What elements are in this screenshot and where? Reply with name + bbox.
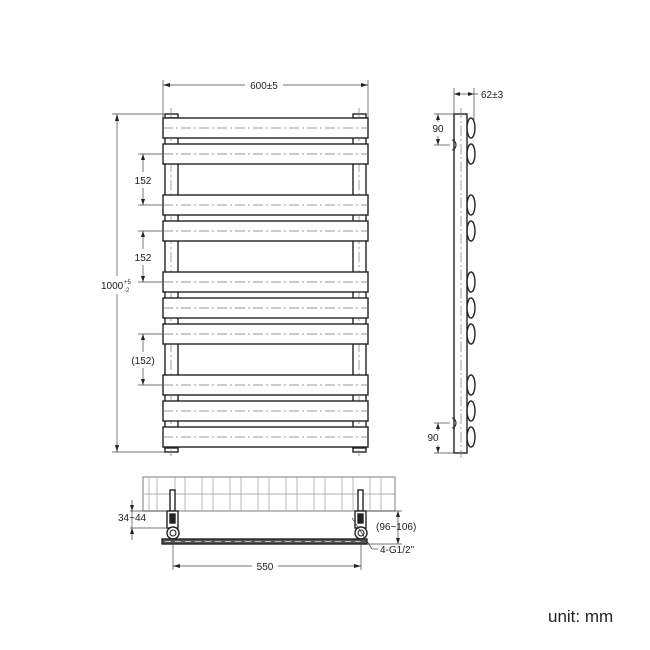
spacing-dimensions: 152 152 (152) (131, 153, 163, 386)
connection-label: 4-G1/2" (380, 545, 415, 556)
spacing-label-2: 152 (135, 253, 152, 264)
front-view: 600±5 1000 +5 -2 152 (101, 80, 369, 456)
bottom-view: 34~44 (96~106) 550 4-G1/2" (118, 476, 416, 573)
height-label: 1000 (101, 281, 124, 292)
depth-label: 62±3 (481, 90, 504, 101)
pipe-spacing-label: 550 (257, 562, 274, 573)
height-tolerance-lower: -2 (124, 288, 130, 294)
width-dimension: 600±5 (162, 80, 369, 118)
spacing-label-3: (152) (131, 356, 154, 367)
wall-distance-label: 34~44 (118, 513, 147, 524)
width-label: 600±5 (250, 81, 278, 92)
unit-label: unit: mm (548, 607, 614, 626)
bottom-offset-label: 90 (427, 433, 439, 444)
top-offset-label: 90 (432, 124, 444, 135)
height-tolerance-upper: +5 (124, 280, 132, 286)
side-bar-ends (466, 117, 476, 448)
spacing-label-1: 152 (135, 176, 152, 187)
heating-bars (162, 117, 369, 448)
pipe-height-label: (96~106) (376, 522, 416, 533)
height-dimension: 1000 +5 -2 (101, 113, 165, 453)
side-view: 62±3 90 90 (427, 88, 504, 458)
